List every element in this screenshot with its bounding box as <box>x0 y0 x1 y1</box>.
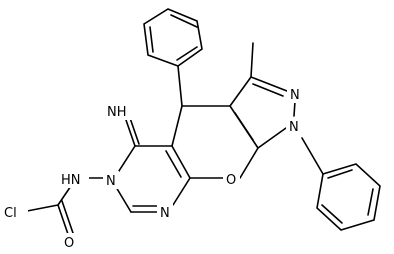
atom-n-pyrazole-2-label: N <box>290 88 300 103</box>
bond-c-o-double <box>61 200 75 237</box>
atom-hn-label: HN <box>61 173 81 188</box>
phenyl-top-ring <box>143 8 203 67</box>
atom-imine-label: NH <box>107 105 127 120</box>
atom-labels: Cl O HN N N O N N NH <box>2 85 303 251</box>
bond-c4a-c8a-inner <box>165 150 182 178</box>
bond-c3-n2-inner <box>252 83 284 97</box>
phenyl-bottom-double-3 <box>327 169 353 179</box>
bond-c4-phenyl <box>177 65 183 107</box>
bond-c4a-c8a <box>171 145 191 179</box>
bond-c3a-c7a-inner <box>234 112 254 141</box>
bond-c3a-c3 <box>229 76 252 107</box>
atom-n-ring-bottom-label: N <box>160 206 170 221</box>
phenyl-bottom-ring <box>316 163 381 231</box>
bond-n1-c7a <box>257 127 287 149</box>
bond-c8a-n <box>172 177 191 206</box>
atom-n-ring-top-label: N <box>106 174 116 189</box>
atom-cl-label: Cl <box>4 206 17 221</box>
bond-c4a-c4 <box>171 105 183 147</box>
phenyl-top-double-1 <box>170 14 198 28</box>
bond-c3-methyl <box>250 42 254 78</box>
atom-o-carbonyl-label: O <box>64 236 74 251</box>
bond-n-c-top <box>116 145 136 175</box>
phenyl-top-double-2 <box>149 26 154 53</box>
atom-o-ring-label: O <box>226 173 236 188</box>
phenyl-top-double-3 <box>176 46 198 61</box>
bond-c-imine-double <box>129 117 140 145</box>
atom-n-pyrazole-1-label: N <box>289 120 299 135</box>
bonds <box>21 8 381 241</box>
phenyl-bottom-double-2 <box>367 188 374 216</box>
phenyl-bottom-double-1 <box>321 204 343 224</box>
bond-c3-n2 <box>250 76 288 92</box>
bond-c-imine <box>125 119 136 147</box>
bond-ch-n <box>115 186 132 213</box>
bond-n2-n1 <box>293 100 296 117</box>
bond-o-c7a <box>239 147 259 179</box>
bond-n1-phenyl <box>301 137 324 175</box>
